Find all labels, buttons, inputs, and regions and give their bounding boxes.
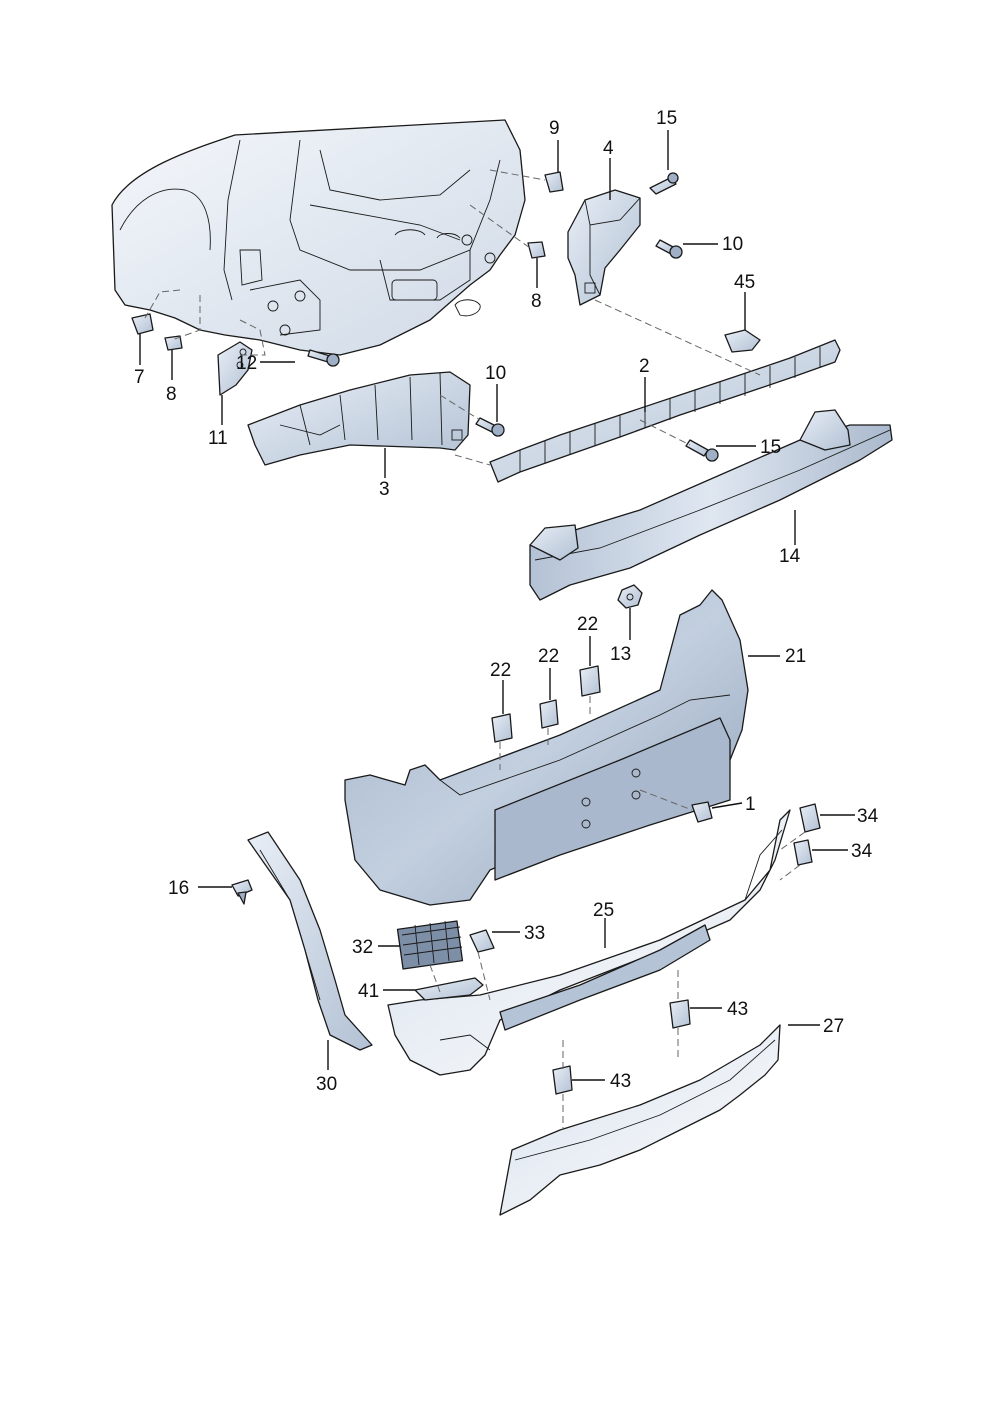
assembly-dash-lines [144,169,806,1130]
callout-labels: 9 15 4 10 8 45 7 8 12 11 10 2 3 15 14 22… [134,108,879,1095]
bracket-part-4 [567,189,641,306]
callout-25: 25 [593,900,614,921]
fastener-clip-34b [793,839,813,866]
fastener-clip-7 [131,313,154,335]
callout-22-mid: 22 [538,646,559,667]
fastener-clip-8b [164,335,183,351]
fastener-bolt-10a [655,239,683,259]
bumper-carrier-part-14 [529,409,893,601]
callout-34-top: 34 [857,806,879,827]
callout-12: 12 [236,353,257,374]
callout-7: 7 [134,367,145,388]
grille-part-32 [396,920,464,970]
callout-41: 41 [358,981,379,1002]
callout-10-top: 10 [722,234,743,255]
callout-22-left: 22 [490,660,511,681]
fastener-clip-9 [544,171,564,193]
callout-45: 45 [734,272,755,293]
callout-32: 32 [352,937,373,958]
callout-10-mid: 10 [485,363,506,384]
fastener-clip-1 [691,801,713,823]
callout-14: 14 [779,546,801,567]
fastener-screw-16 [231,879,253,905]
callout-33: 33 [524,923,545,944]
callout-11: 11 [208,428,228,449]
trim-strip-part-30 [247,831,373,1051]
fastener-clip-22b [539,699,559,729]
fastener-bolt-12 [307,349,340,367]
callout-1: 1 [745,794,756,815]
fastener-clip-22c [579,665,601,697]
callout-8-right: 8 [531,291,542,312]
fastener-clip-33 [469,929,495,953]
leader-lines [139,130,855,1081]
callout-27: 27 [823,1016,844,1037]
callout-30: 30 [316,1074,337,1095]
fastener-clip-34a [799,803,821,833]
callout-16: 16 [168,878,189,899]
fastener-bolt-15b [685,439,719,462]
car-body-rear-section [111,119,526,356]
callout-9: 9 [549,118,560,139]
callout-15-mid: 15 [760,437,781,458]
callout-4: 4 [603,138,614,159]
fastener-clip-45 [724,329,761,353]
callout-2: 2 [639,356,650,377]
fastener-clip-43b [552,1065,573,1095]
callout-8-left: 8 [166,384,177,405]
fastener-clip-8a [527,241,546,259]
fastener-nut-13 [617,584,643,609]
fastener-bolt-15a [649,172,679,195]
fastener-bolt-10b [475,417,505,437]
callout-15-top: 15 [656,108,677,129]
fastener-clip-43a [669,999,691,1029]
guide-part-3 [247,371,471,466]
guide-part-2 [489,339,841,483]
callout-43-left: 43 [610,1071,631,1092]
callout-13: 13 [610,644,631,665]
diffuser-part-25 [387,809,791,1076]
fastener-clip-22a [491,713,513,743]
callout-22-right: 22 [577,614,598,635]
reflector-part-41 [414,977,484,1001]
bumper-cover-part-21 [344,589,749,906]
callout-3: 3 [379,479,390,500]
callout-43-right: 43 [727,999,748,1020]
diffuser-insert-part-27 [499,1024,781,1216]
callout-21: 21 [785,646,806,667]
callout-34-bottom: 34 [851,841,873,862]
